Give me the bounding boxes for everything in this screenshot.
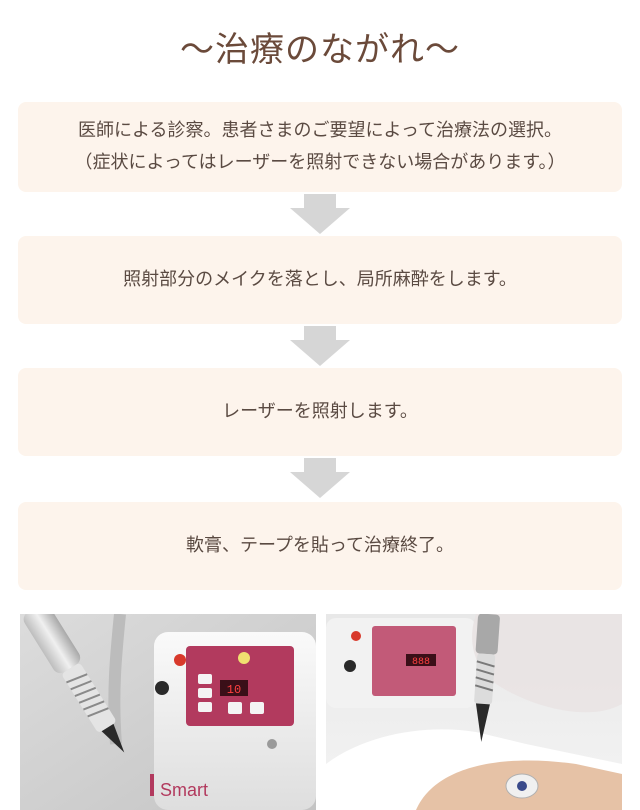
- step-2-line-1: 照射部分のメイクを落とし、局所麻酔をします。: [123, 269, 517, 290]
- step-1-line-1: 医師による診察。患者さまのご要望によって治療法の選択。: [77, 120, 563, 141]
- page-title: ～治療のながれ～: [180, 30, 460, 70]
- device-brand-logo: Smart: [160, 780, 208, 800]
- treatment-photo: 888: [326, 614, 622, 810]
- step-4-box: 軟膏、テープを貼って治療終了。: [18, 502, 622, 590]
- step-4-line-1: 軟膏、テープを貼って治療終了。: [185, 535, 455, 556]
- down-arrow-icon: [290, 458, 350, 498]
- device-display-readout: 888: [412, 657, 430, 668]
- step-2-box: 照射部分のメイクを落とし、局所麻酔をします。: [18, 236, 622, 324]
- step-1-line-2: （症状によってはレーザーを照射できない場合があります。）: [74, 152, 566, 173]
- down-arrow-icon: [290, 194, 350, 234]
- step-3-box: レーザーを照射します。: [18, 368, 622, 456]
- device-display-readout: 10: [227, 683, 241, 697]
- laser-device-photo: 10 Smart: [20, 614, 316, 810]
- step-3-line-1: レーザーを照射します。: [222, 401, 418, 422]
- step-1-box: 医師による診察。患者さまのご要望によって治療法の選択。 （症状によってはレーザー…: [18, 102, 622, 192]
- down-arrow-icon: [290, 326, 350, 366]
